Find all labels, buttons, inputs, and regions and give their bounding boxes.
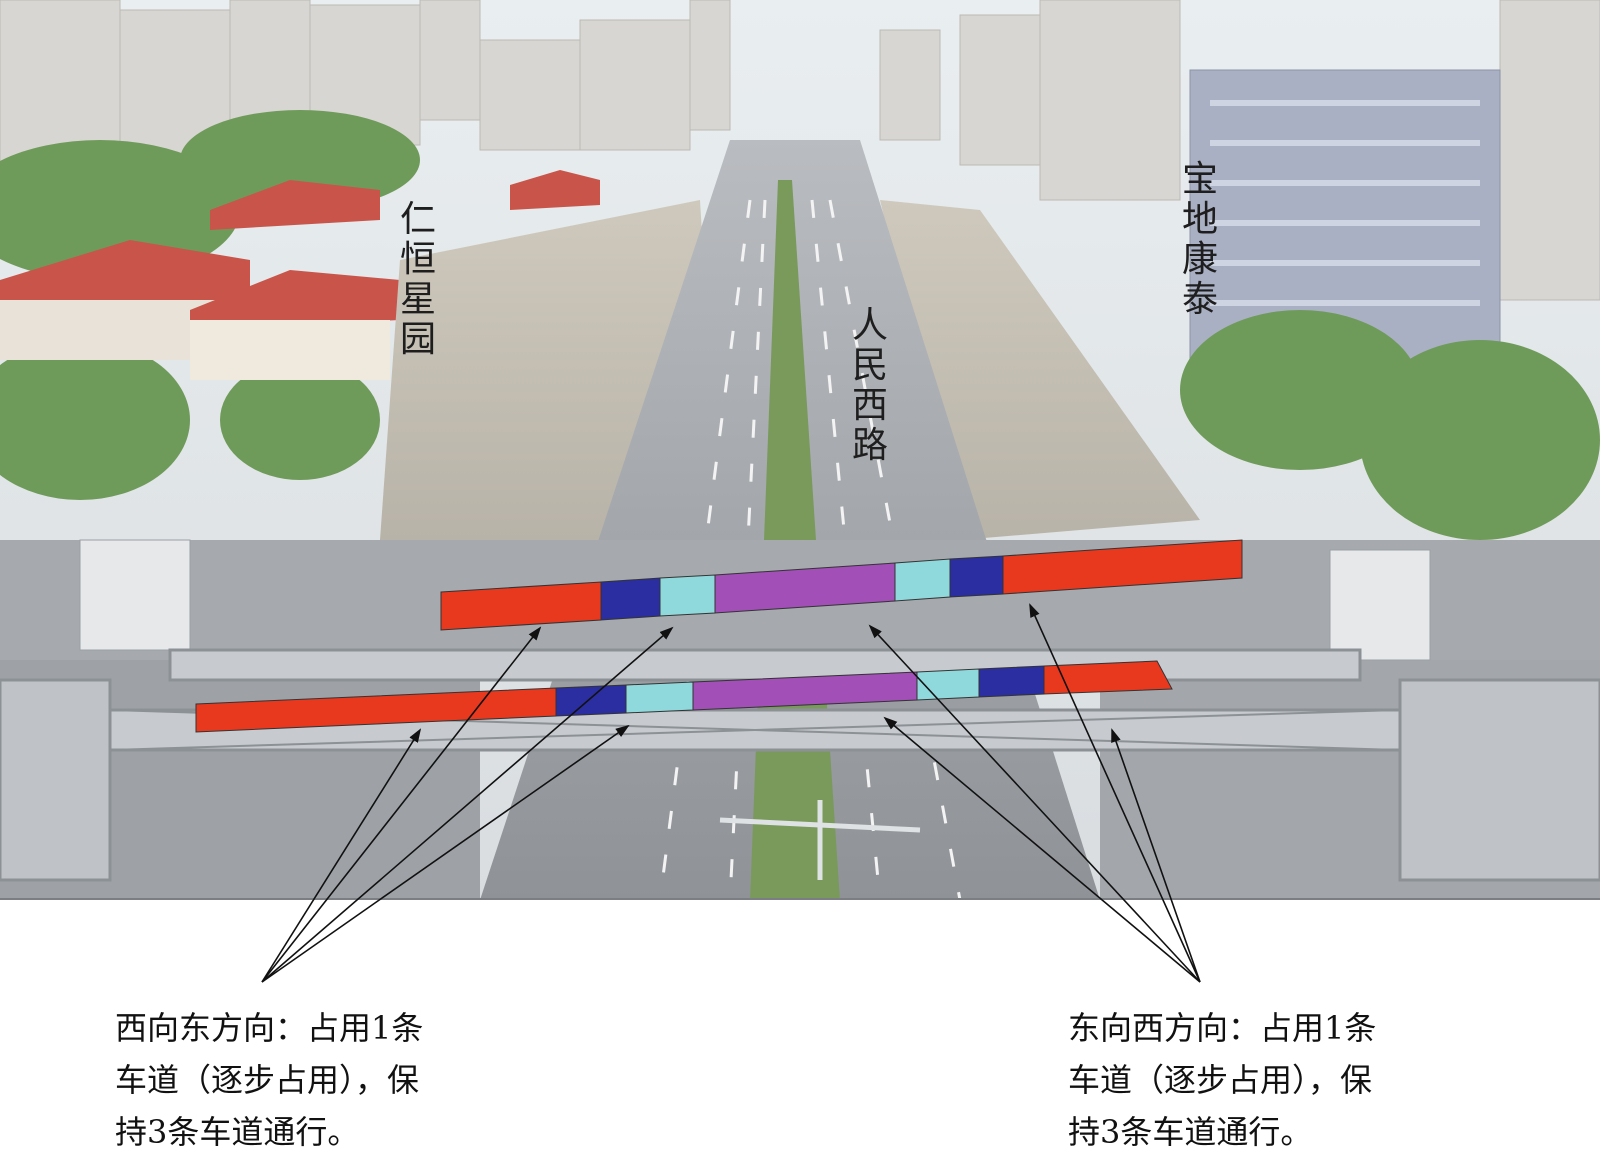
segment-lane-blue — [978, 665, 1045, 698]
segment-median — [692, 671, 918, 711]
label-baodi-kangtai: 宝地康泰 — [1181, 159, 1218, 320]
arrow-line — [883, 716, 1201, 983]
segment-occupied-right — [1002, 539, 1243, 595]
arrows-east-to-west — [868, 603, 1201, 983]
caption-line: 西向东方向：占用1条 — [115, 1009, 424, 1047]
arrow-line — [261, 728, 422, 983]
segment-lane-cyan — [916, 668, 980, 701]
arrow-line — [868, 624, 1201, 983]
caption-line: 持3条车道通行。 — [1068, 1113, 1313, 1151]
segment-lane-cyan — [625, 681, 694, 714]
segment-occupied-left — [440, 581, 602, 631]
label-renheng-garden: 仁恒星园 — [399, 199, 436, 360]
lane-bar-lower — [195, 660, 1173, 733]
office-building — [1189, 69, 1501, 361]
segment-lane-blue — [555, 684, 627, 717]
caption-east-to-west: 东向西方向：占用1条 车道（逐步占用），保 持3条车道通行。 — [1068, 1002, 1376, 1158]
arrow-line — [1029, 603, 1201, 983]
label-renmin-west-road: 人民西路 — [851, 305, 888, 466]
caption-line: 持3条车道通行。 — [115, 1113, 360, 1151]
arrow-line — [261, 626, 542, 983]
segment-lane-blue — [600, 577, 661, 621]
caption-line: 车道（逐步占用），保 — [115, 1061, 420, 1099]
arrows-west-to-east — [261, 626, 674, 983]
arrow-line — [261, 724, 630, 983]
lane-bar-upper — [440, 539, 1243, 631]
segment-occupied-left — [195, 687, 557, 733]
caption-west-to-east: 西向东方向：占用1条 车道（逐步占用），保 持3条车道通行。 — [115, 1002, 423, 1158]
segment-lane-cyan — [659, 574, 716, 617]
arrow-line — [1111, 728, 1201, 983]
caption-line: 车道（逐步占用），保 — [1068, 1061, 1373, 1099]
segment-occupied-right — [1043, 660, 1173, 695]
caption-line: 东向西方向：占用1条 — [1068, 1009, 1377, 1047]
arrow-line — [261, 626, 674, 983]
segment-lane-blue — [949, 555, 1004, 598]
segment-median — [714, 562, 896, 614]
segment-lane-cyan — [894, 558, 951, 602]
